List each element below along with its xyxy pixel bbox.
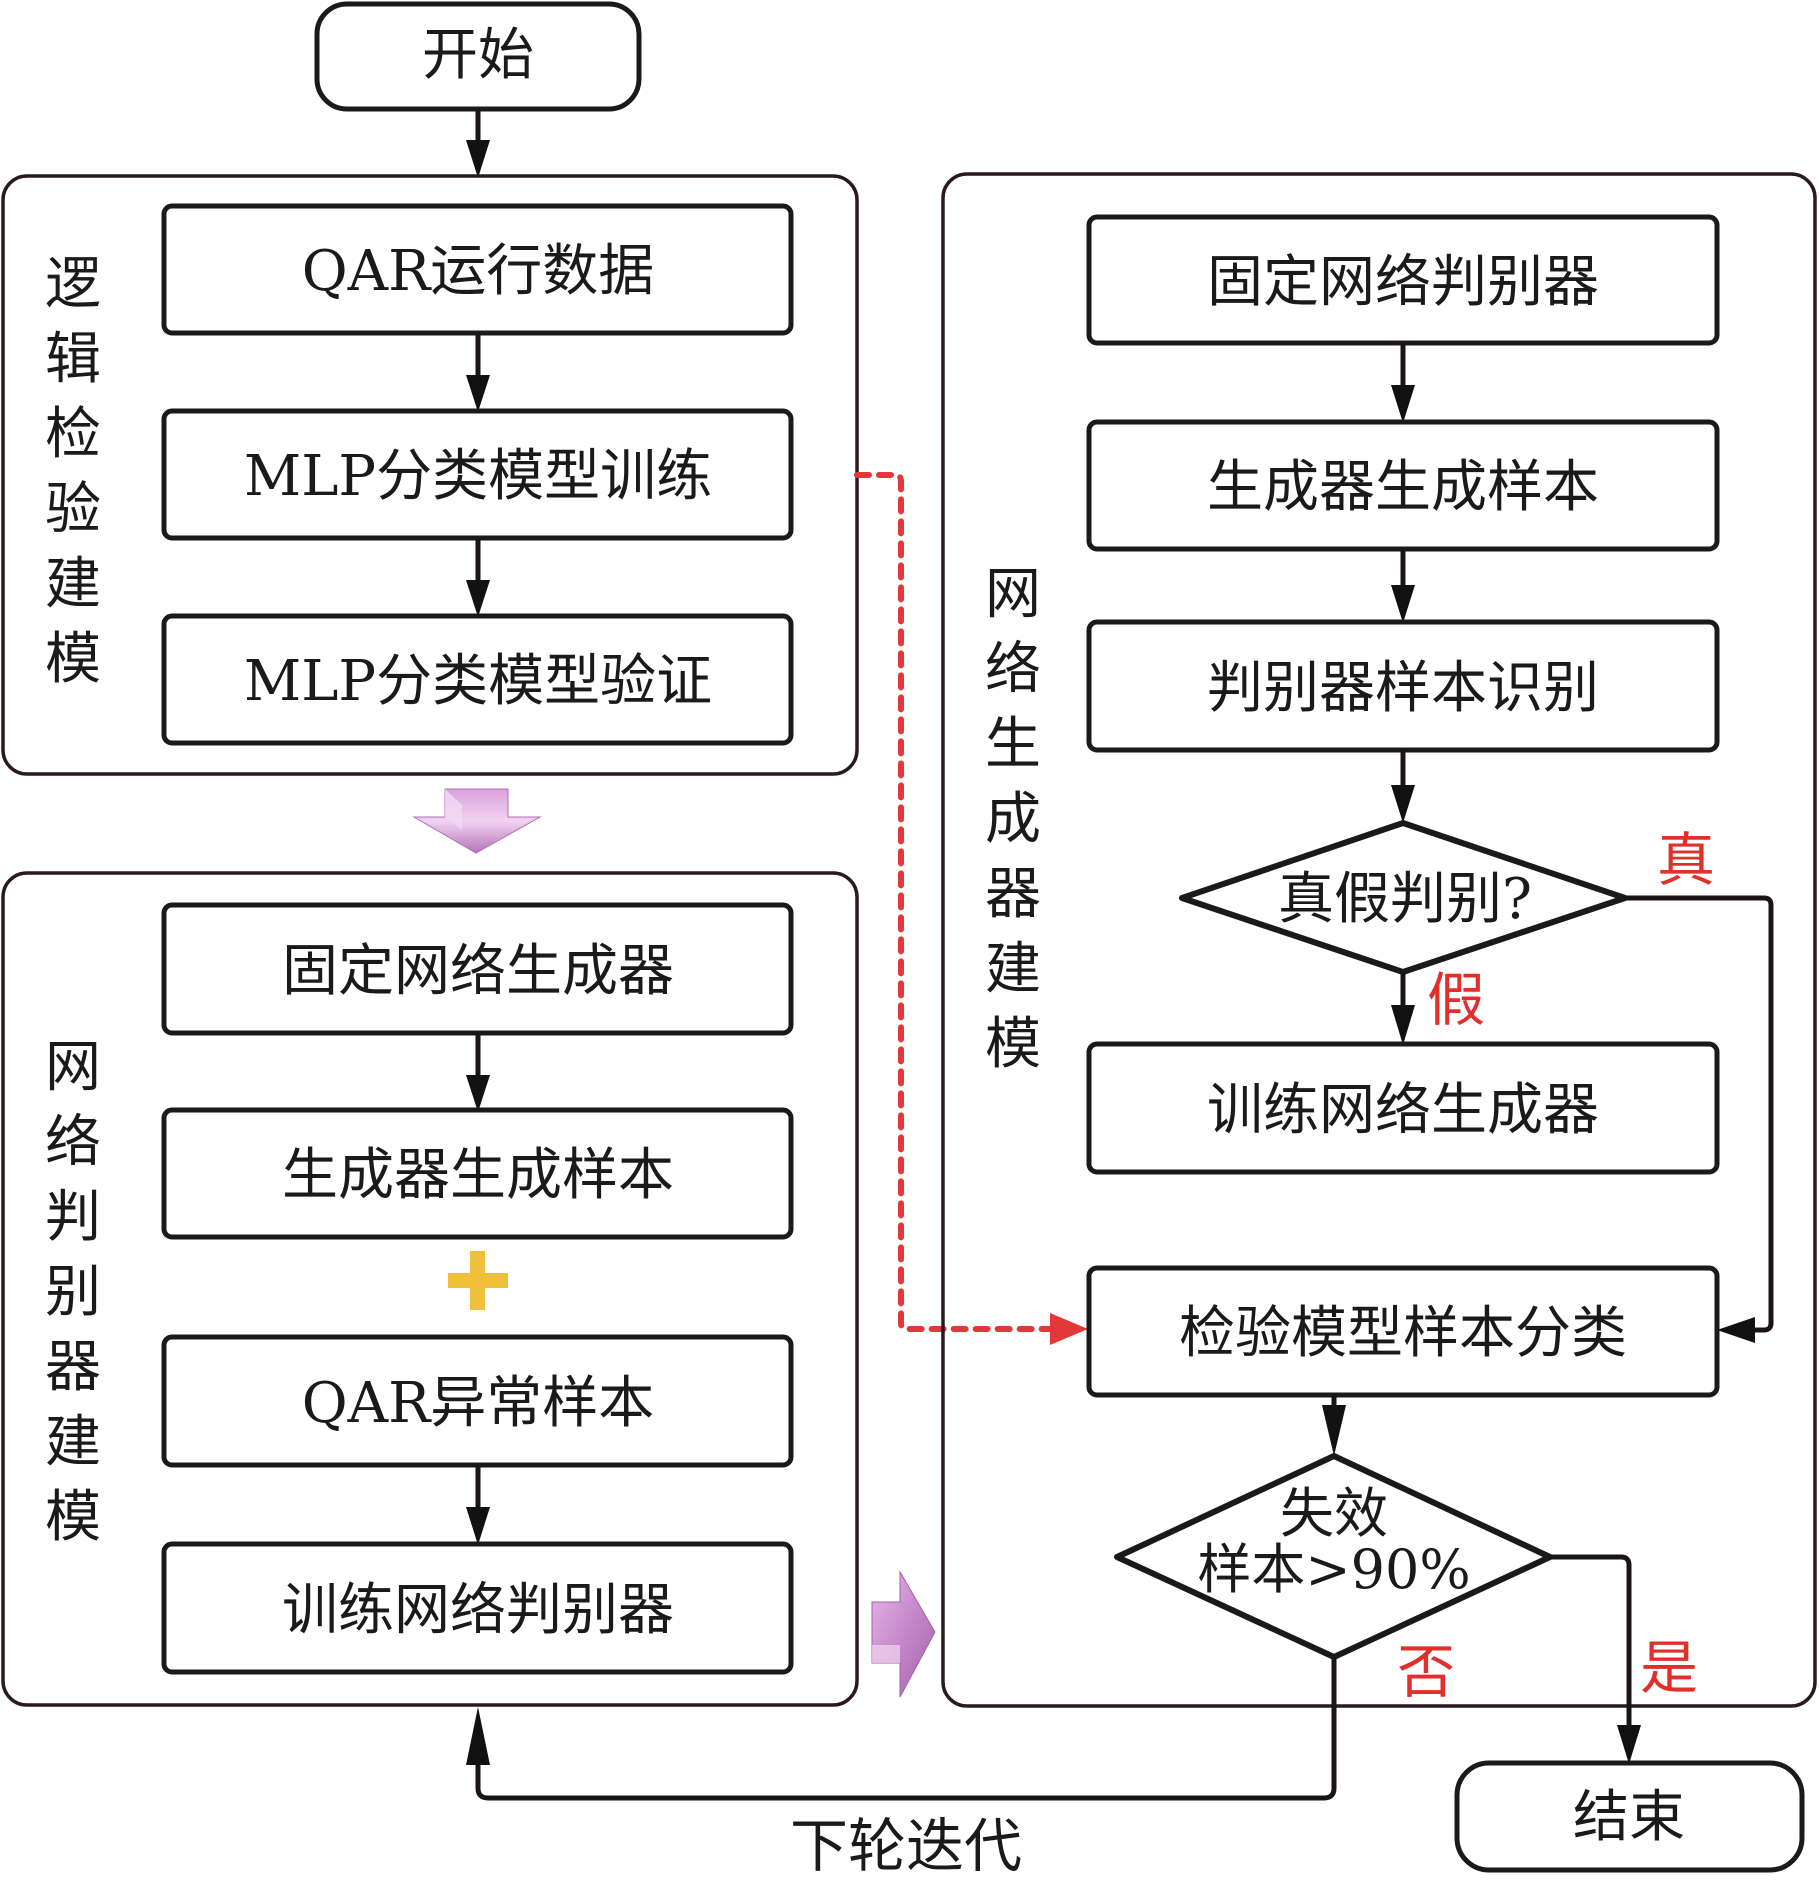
group-label-char: 别: [45, 1260, 101, 1325]
arrowhead-icon: [466, 1707, 490, 1765]
group-label-char: 器: [985, 862, 1041, 927]
plus-icon: [448, 1251, 508, 1310]
group-generator-modeling: 网 络 生 成 器 建 模 固定网络判别器 生成器生成样本 判别器样本识别 真假…: [941, 172, 1817, 1708]
group-logic-label: 逻 辑 检 验 建 模: [45, 252, 101, 692]
decision-label-line2: 样本>90%: [1197, 1538, 1470, 1601]
red-arrowhead-icon: [1050, 1313, 1088, 1345]
connector-yes: [1550, 1554, 1632, 1735]
step-label: 训练网络生成器: [1207, 1078, 1599, 1143]
step-train-generator: [1086, 1041, 1720, 1175]
group-generator-frame: [941, 172, 1817, 1708]
decision-label: 真假判别?: [1278, 867, 1532, 932]
step-generator-samples: [161, 1107, 794, 1240]
group-label-char: 判: [45, 1185, 101, 1250]
group-label-char: 辑: [45, 327, 101, 392]
group-label-char: 成: [985, 787, 1041, 852]
step-label: 固定网络判别器: [1207, 250, 1599, 315]
step-label: 生成器生成样本: [1207, 455, 1599, 520]
group-label-char: 器: [45, 1335, 101, 1400]
end-terminal: 结束: [1454, 1760, 1805, 1873]
group-label-char: 络: [985, 637, 1041, 702]
group-label-char: 建: [985, 937, 1041, 1002]
group-label-char: 络: [45, 1110, 101, 1175]
step-label: QAR运行数据: [302, 239, 655, 304]
group-label-char: 模: [45, 1485, 101, 1550]
step-label: MLP分类模型训练: [244, 444, 712, 509]
arrowhead-icon: [466, 140, 490, 178]
arrowhead-icon: [1391, 1005, 1415, 1045]
loop-label: 下轮迭代: [790, 1812, 1022, 1880]
group-label-char: 逻: [45, 252, 101, 317]
end-label: 结束: [1573, 1785, 1685, 1850]
group-label-char: 建: [45, 1410, 101, 1475]
arrowhead-icon: [1322, 1405, 1346, 1456]
true-branch-label: 真: [1657, 826, 1715, 894]
arrowhead-icon: [466, 580, 490, 617]
group-label-char: 模: [985, 1012, 1041, 1077]
arrowhead-icon: [466, 1075, 490, 1112]
group-discriminator-frame: [1, 871, 859, 1707]
step-label: 训练网络判别器: [282, 1578, 674, 1643]
arrowhead-icon: [1391, 385, 1415, 423]
purple-right-arrow-icon: [871, 1570, 936, 1698]
group-label-char: 检: [45, 402, 101, 467]
group-generator-label: 网 络 生 成 器 建 模: [985, 562, 1041, 1077]
step-mlp-verify: [161, 613, 794, 746]
group-discriminator-label: 网 络 判 别 器 建 模: [45, 1035, 101, 1550]
step-label: 检验模型样本分类: [1179, 1301, 1627, 1366]
step-label: 判别器样本识别: [1207, 656, 1599, 721]
group-label-char: 验: [45, 477, 101, 542]
end-box: [1454, 1760, 1805, 1873]
decision-label-line1: 失效: [1280, 1482, 1388, 1545]
purple-down-arrow-icon: [412, 788, 542, 854]
group-label-char: 网: [985, 562, 1041, 627]
red-dashed-connector: [854, 472, 1058, 1332]
group-label-char: 建: [45, 552, 101, 617]
no-branch-label: 否: [1397, 1638, 1455, 1706]
arrowhead-icon: [1391, 785, 1415, 823]
arrowhead-icon: [1391, 585, 1415, 623]
step-label: QAR异常样本: [302, 1371, 655, 1436]
arrowhead-icon: [1717, 1317, 1755, 1343]
step-label: MLP分类模型验证: [244, 649, 712, 714]
group-label-char: 生: [985, 712, 1041, 777]
step-label: 生成器生成样本: [282, 1143, 674, 1208]
group-discriminator-modeling: 网 络 判 别 器 建 模 固定网络生成器 生成器生成样本 QAR异常样本 训练…: [1, 871, 859, 1707]
yes-branch-label: 是: [1640, 1634, 1698, 1702]
group-label-char: 模: [45, 627, 101, 692]
false-branch-label: 假: [1427, 966, 1485, 1034]
step-train-discriminator: [161, 1541, 794, 1675]
connector-loop: [475, 1657, 1337, 1801]
group-logic-modeling: 逻 辑 检 验 建 模 QAR运行数据 MLP分类模型训练 MLP分类模型验证: [1, 174, 859, 776]
start-terminal: 开始: [314, 1, 642, 112]
group-label-char: 网: [45, 1035, 101, 1100]
step-label: 固定网络生成器: [282, 939, 674, 1004]
start-label: 开始: [422, 23, 534, 88]
step-verify-classification: [1086, 1265, 1720, 1398]
connector-true: [1625, 895, 1774, 1333]
arrowhead-icon: [466, 1507, 490, 1545]
arrowhead-icon: [1617, 1725, 1641, 1764]
arrowhead-icon: [466, 375, 490, 412]
